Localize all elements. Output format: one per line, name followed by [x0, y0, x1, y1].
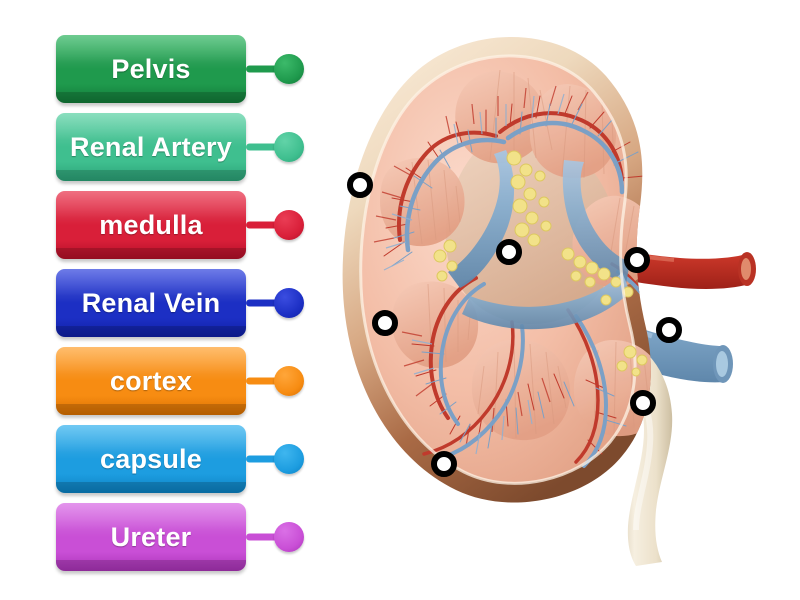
venous-network: [391, 103, 651, 468]
label-row-capsule: capsule: [56, 425, 332, 493]
connector-pelvis[interactable]: [246, 52, 306, 86]
connector-dot-cortex[interactable]: [274, 366, 304, 396]
label-row-renal-artery: Renal Artery: [56, 113, 332, 181]
label-text-pelvis: Pelvis: [111, 53, 191, 84]
connector-renal-artery[interactable]: [246, 130, 306, 164]
hilar-fat: [433, 150, 634, 306]
label-text-cortex: cortex: [109, 365, 193, 396]
label-text-capsule: capsule: [100, 443, 202, 474]
connector-cortex[interactable]: [246, 364, 306, 398]
connector-dot-capsule[interactable]: [274, 444, 304, 474]
renal-pelvis-structures: [448, 150, 630, 330]
answer-marker-renal-vein[interactable]: [656, 317, 682, 343]
venous-capillaries: [383, 93, 565, 455]
connector-dot-renal-vein[interactable]: [274, 288, 304, 318]
label-text-renal-vein: Renal Vein: [81, 287, 221, 318]
answer-marker-cortex-upper-left[interactable]: [347, 172, 373, 198]
draggable-label-pelvis[interactable]: Pelvis: [56, 35, 246, 103]
connector-line-capsule: [246, 455, 282, 463]
ureter-hilar-fat: [616, 345, 648, 377]
answer-marker-medulla-pyramid[interactable]: [372, 310, 398, 336]
label-row-cortex: cortex: [56, 347, 332, 415]
draggable-label-capsule[interactable]: capsule: [56, 425, 246, 493]
connector-capsule[interactable]: [246, 442, 306, 476]
connector-line-pelvis: [246, 65, 282, 73]
connector-dot-pelvis[interactable]: [274, 54, 304, 84]
arterial-capillaries: [373, 85, 589, 447]
answer-marker-renal-artery[interactable]: [624, 247, 650, 273]
label-row-medulla: medulla: [56, 191, 332, 259]
answer-marker-ureter[interactable]: [630, 390, 656, 416]
label-text-medulla: medulla: [99, 209, 203, 240]
draggable-label-cortex[interactable]: cortex: [56, 347, 246, 415]
connector-line-renal-artery: [246, 143, 282, 151]
connector-dot-ureter[interactable]: [274, 522, 304, 552]
connector-renal-vein[interactable]: [246, 286, 306, 320]
draggable-label-renal-artery[interactable]: Renal Artery: [56, 113, 246, 181]
draggable-label-renal-vein[interactable]: Renal Vein: [56, 269, 246, 337]
draggable-label-medulla[interactable]: medulla: [56, 191, 246, 259]
connector-line-cortex: [246, 377, 282, 385]
connector-line-medulla: [246, 221, 282, 229]
connector-line-ureter: [246, 533, 282, 541]
label-row-pelvis: Pelvis: [56, 35, 332, 103]
connector-medulla[interactable]: [246, 208, 306, 242]
connector-ureter[interactable]: [246, 520, 306, 554]
connector-dot-medulla[interactable]: [274, 210, 304, 240]
kidney-cross-section-image: [300, 10, 800, 590]
draggable-label-ureter[interactable]: Ureter: [56, 503, 246, 571]
label-text-ureter: Ureter: [110, 521, 192, 552]
connector-dot-renal-artery[interactable]: [274, 132, 304, 162]
answer-marker-capsule-lower-edge[interactable]: [431, 451, 457, 477]
connector-line-renal-vein: [246, 299, 282, 307]
label-text-renal-artery: Renal Artery: [70, 131, 232, 162]
kidney-body: [342, 36, 651, 503]
answer-marker-renal-pelvis[interactable]: [496, 239, 522, 265]
label-row-ureter: Ureter: [56, 503, 332, 571]
label-row-renal-vein: Renal Vein: [56, 269, 332, 337]
